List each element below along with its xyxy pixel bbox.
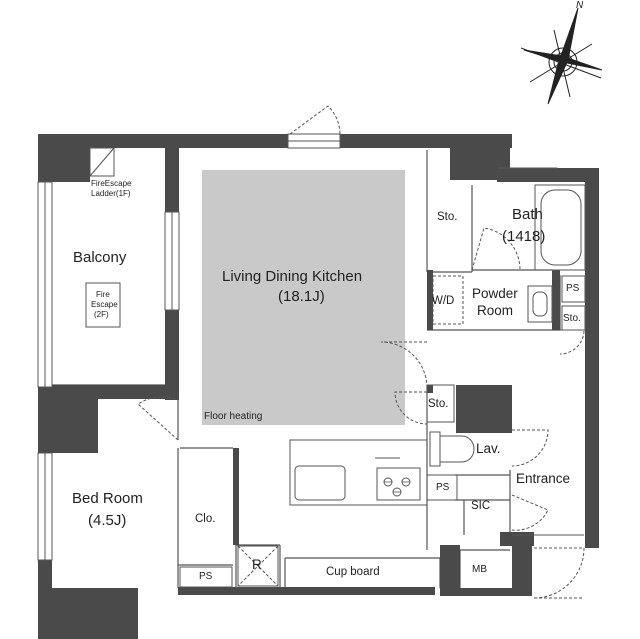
closet-label: Clo. bbox=[195, 513, 216, 525]
door-swings bbox=[137, 105, 585, 599]
fire-escape-ladder-line1: FireEscape bbox=[91, 179, 132, 188]
floor-heating-area bbox=[202, 170, 405, 425]
cupboard-label: Cup board bbox=[326, 566, 380, 578]
stove-icon bbox=[384, 481, 410, 493]
sink-icon bbox=[527, 285, 553, 323]
fire-escape-line2: Escape bbox=[91, 300, 118, 309]
lavatory-label: Lav. bbox=[476, 441, 501, 456]
balcony-label: Balcony bbox=[73, 249, 127, 266]
compass-north-label: N bbox=[576, 0, 584, 11]
bedroom-size: (4.5J) bbox=[88, 512, 127, 529]
ldk-size: (18.1J) bbox=[278, 288, 325, 305]
walls bbox=[38, 134, 599, 639]
kitchen-counter bbox=[289, 439, 428, 506]
fire-escape-line3: (2F) bbox=[94, 310, 109, 319]
small-boxes bbox=[179, 275, 586, 588]
fire-escape-line1: Fire bbox=[96, 290, 110, 299]
toilet-icon bbox=[429, 431, 475, 467]
ldk-name: Living Dining Kitchen bbox=[222, 268, 363, 285]
fire-escape-ladder-icon bbox=[89, 147, 115, 177]
washer-icon bbox=[432, 275, 464, 325]
ps-bedroom-label: PS bbox=[199, 571, 213, 582]
entrance-label: Entrance bbox=[516, 471, 571, 486]
bath-name: Bath bbox=[512, 206, 543, 223]
ps-bath-label: PS bbox=[566, 283, 580, 294]
fire-escape-ladder-line2: Ladder(1F) bbox=[91, 189, 131, 198]
windows bbox=[37, 133, 558, 561]
fire-escape-hatch bbox=[85, 282, 121, 328]
storage-upper-label: Sto. bbox=[437, 211, 458, 223]
bedroom-name: Bed Room bbox=[72, 490, 143, 507]
bathtub-icon bbox=[534, 184, 586, 271]
compass-rose-icon bbox=[520, 7, 603, 105]
powder-room-line1: Powder bbox=[472, 286, 518, 301]
bath-size: (1418) bbox=[502, 228, 546, 245]
storage-bath-label: Sto. bbox=[563, 313, 581, 324]
ps-entrance-label: PS bbox=[436, 482, 450, 493]
refrigerator-box bbox=[237, 545, 279, 587]
floor-heating-label: Floor heating bbox=[204, 411, 263, 422]
mb-label: MB bbox=[472, 564, 487, 575]
sic-label: SIC bbox=[471, 500, 491, 512]
refrigerator-label: R bbox=[252, 557, 262, 572]
powder-room-line2: Room bbox=[477, 303, 514, 318]
storage-mid-label: Sto. bbox=[428, 398, 449, 410]
washer-label: W/D bbox=[432, 295, 455, 307]
